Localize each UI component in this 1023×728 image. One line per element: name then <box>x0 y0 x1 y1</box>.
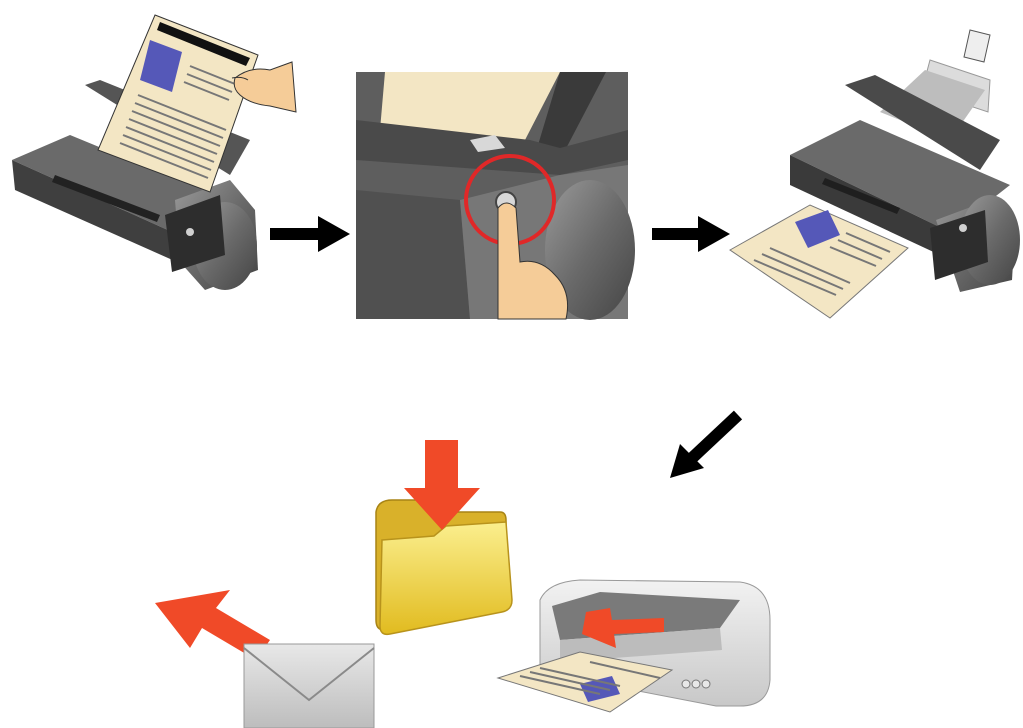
step-scanned-output <box>729 29 1020 319</box>
red-arrow-up-left <box>155 590 270 660</box>
finger-pressing-button-icon <box>497 202 569 320</box>
printer-icon <box>496 579 771 713</box>
printed-paper <box>496 651 674 713</box>
hand-icon <box>231 61 297 113</box>
arrow-down-left-icon <box>670 410 743 478</box>
scanned-paper <box>729 204 909 319</box>
document-paper <box>97 14 259 193</box>
step-press-scan-button <box>356 72 635 320</box>
arrow-right-icon <box>652 216 730 252</box>
envelope-send-icon <box>155 590 375 728</box>
folder-save-icon <box>375 440 513 636</box>
red-arrow-down <box>404 440 480 530</box>
red-arrow-printer <box>582 608 664 648</box>
arrow-right-icon <box>270 216 350 252</box>
step-load-document <box>12 14 297 290</box>
